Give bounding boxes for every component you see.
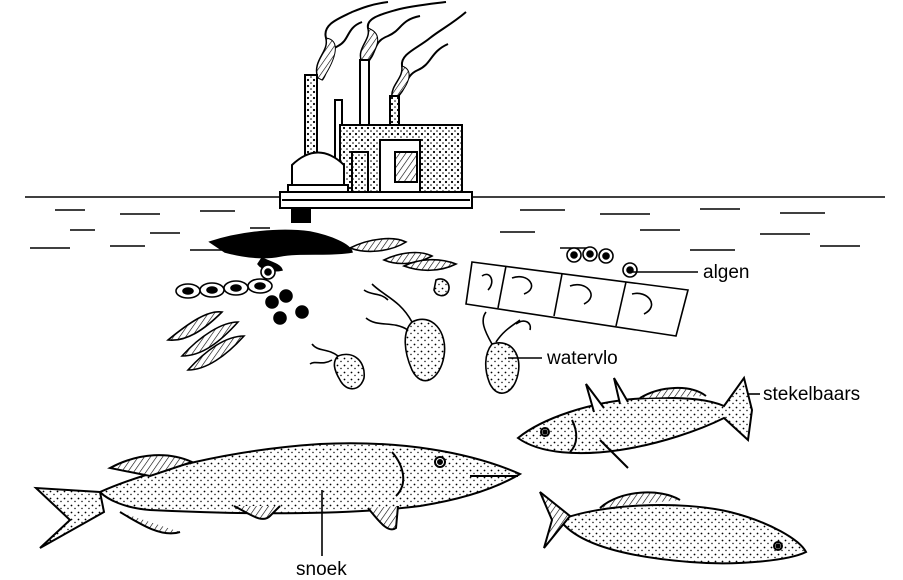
daphnia-2 <box>364 284 445 381</box>
chimney-1 <box>305 75 317 165</box>
factory <box>280 60 472 222</box>
label-algen: algen <box>703 263 750 282</box>
daphnia-3 <box>483 312 520 393</box>
pollution-discharge <box>210 230 352 270</box>
label-watervlo: watervlo <box>547 349 618 368</box>
pike-fish <box>36 443 520 548</box>
algae-chain-left <box>176 279 272 298</box>
stickleback-fish-upper <box>518 378 752 468</box>
pike-tail <box>36 488 104 548</box>
daphnia-1 <box>310 344 364 389</box>
label-snoek: snoek <box>296 560 347 579</box>
perch-fish-lower <box>540 492 806 563</box>
label-stekelbaars: stekelbaars <box>763 385 860 404</box>
smoke-plumes <box>317 2 466 98</box>
algae-filament <box>466 262 688 336</box>
